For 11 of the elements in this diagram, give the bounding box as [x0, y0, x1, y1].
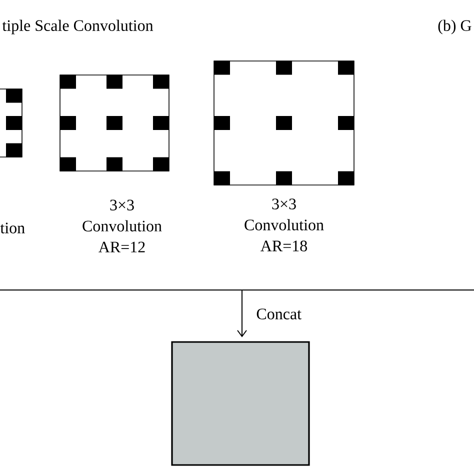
kernel-caption: tion — [0, 222, 25, 234]
kernel-caption: 3×3 Convolution AR=18 — [244, 198, 324, 252]
kernel-grid — [60, 74, 170, 172]
panel-title: (b) G — [438, 20, 472, 34]
kernel-grid — [214, 60, 354, 186]
panel-title: tiple Scale Convolution — [2, 20, 154, 34]
kernel-caption: 3×3 Convolution AR=12 — [82, 200, 162, 252]
feature-map-box — [171, 341, 310, 466]
edge-label: Concat — [256, 308, 302, 320]
arrow — [237, 290, 247, 338]
kernel-grid — [0, 88, 22, 158]
